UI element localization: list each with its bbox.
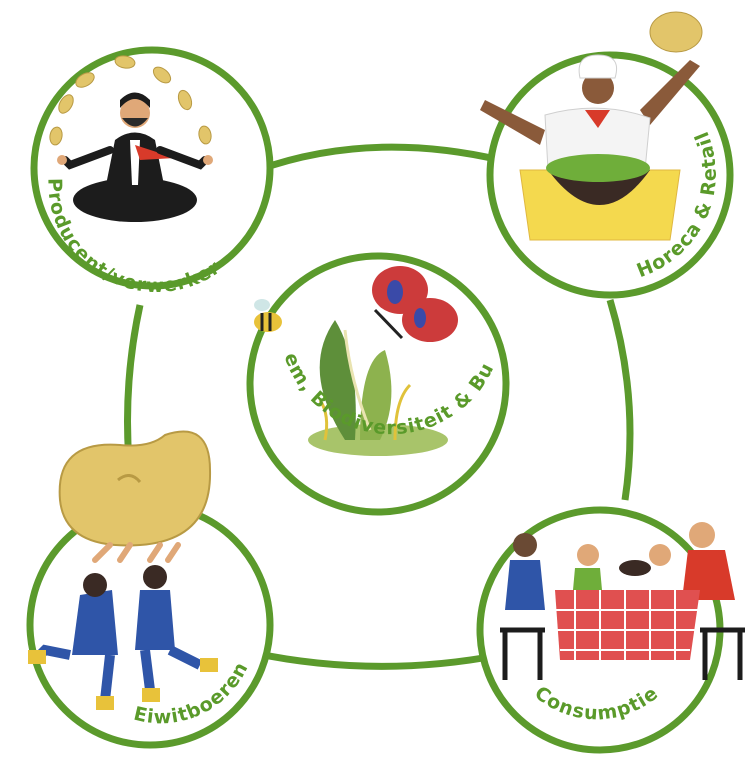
salad-bowl-icon (519, 154, 681, 241)
node-horeca: Horeca & Retail (480, 11, 734, 299)
butterfly-icon (372, 266, 458, 342)
node-consumption: Consumptie (476, 506, 745, 754)
family-table-icon (500, 522, 745, 680)
connector-bottom (239, 646, 501, 670)
plants-icon (308, 320, 448, 456)
connector-top (256, 143, 501, 174)
connector-right (606, 298, 634, 501)
juggling-beans-icon (49, 55, 212, 146)
bee-icon (254, 299, 282, 332)
chef-icon (480, 11, 703, 171)
node-farmers: Eiwitboeren (26, 430, 274, 749)
meditating-man-icon (57, 92, 213, 222)
node-producer: Producent/verwerker (30, 46, 274, 297)
farmers-icon (28, 542, 218, 710)
big-bean-icon (58, 430, 212, 547)
